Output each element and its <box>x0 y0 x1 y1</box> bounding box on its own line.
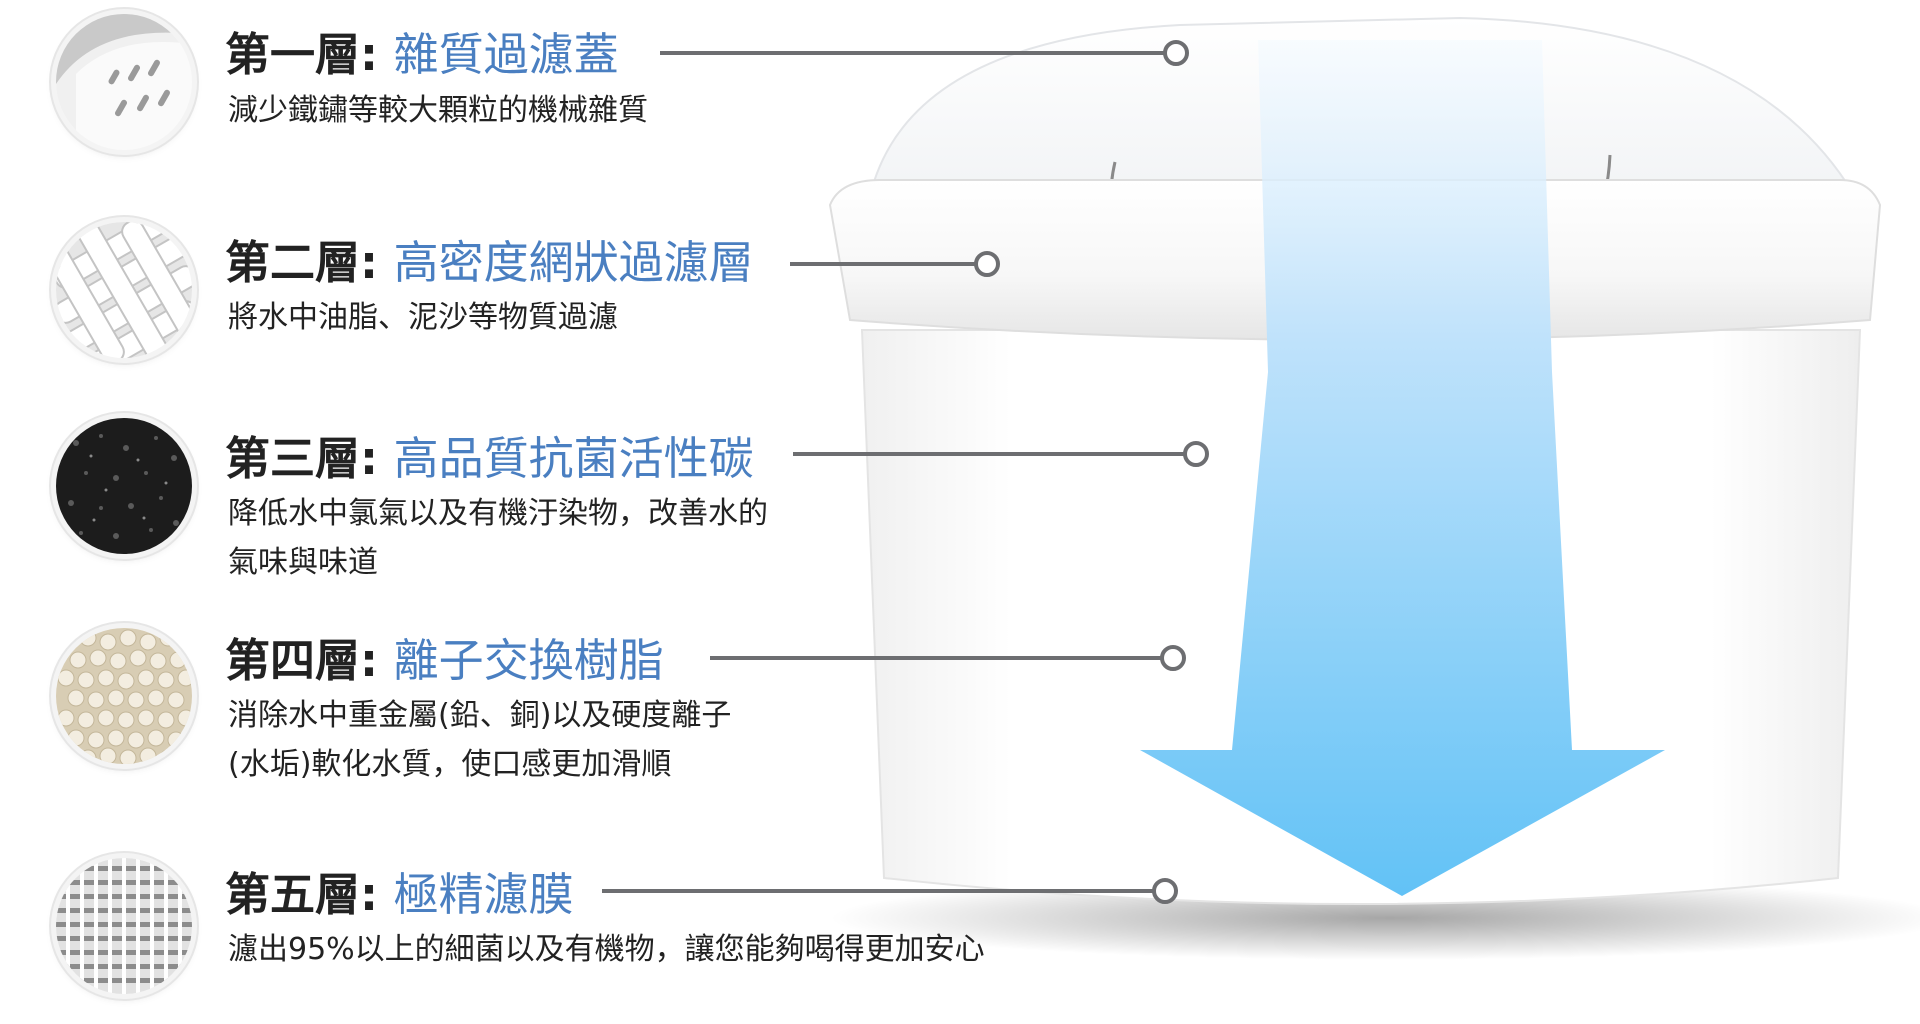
resin-beads-icon <box>56 628 192 764</box>
layer-1-name: 雜質過濾蓋 <box>393 28 619 81</box>
micro-membrane-icon <box>56 858 192 994</box>
layer-2-marker <box>974 251 1000 277</box>
layer-2-description: 將水中油脂、泥沙等物質過濾 <box>228 300 618 335</box>
layer-1-description: 減少鐵鏽等較大顆粒的機械雜質 <box>228 93 648 128</box>
filter-cover-icon <box>56 14 192 150</box>
layer-4-description: 消除水中重金屬(鉛、銅)以及硬度離子 (水垢)軟化水質，使口感更加滑順 <box>228 698 732 782</box>
layer-2-name: 高密度網狀過濾層 <box>393 236 754 289</box>
layer-3-title: 第三層: 高品質抗菌活性碳 <box>225 436 754 481</box>
layer-3-name: 高品質抗菌活性碳 <box>393 432 754 485</box>
layer-2-title: 第二層: 高密度網狀過濾層 <box>225 240 754 285</box>
layer-2-connector <box>790 262 980 266</box>
layer-3-heading: 第三層: <box>225 432 378 485</box>
woven-mesh-icon <box>56 222 192 358</box>
layer-5-description: 濾出95%以上的細菌以及有機物，讓您能夠喝得更加安心 <box>228 932 985 967</box>
layer-5-marker <box>1152 878 1178 904</box>
layer-1-connector <box>660 51 1167 55</box>
layer-4-connector <box>710 656 1170 660</box>
layer-4-heading: 第四層: <box>225 634 378 687</box>
layer-4-marker <box>1160 645 1186 671</box>
layer-3-marker <box>1183 441 1209 467</box>
activated-carbon-icon <box>56 418 192 554</box>
layer-1-heading: 第一層: <box>225 28 378 81</box>
layer-4-name: 離子交換樹脂 <box>393 634 664 687</box>
layer-1-title: 第一層: 雜質過濾蓋 <box>225 32 619 77</box>
layer-3-connector <box>793 452 1193 456</box>
layer-5-heading: 第五層: <box>225 868 378 921</box>
layer-5-connector <box>602 889 1162 893</box>
layer-5-name: 極精濾膜 <box>393 868 574 921</box>
layer-2-heading: 第二層: <box>225 236 378 289</box>
layer-1-marker <box>1163 40 1189 66</box>
layer-3-description: 降低水中氯氣以及有機汙染物，改善水的 氣味與味道 <box>228 496 768 580</box>
layer-4-title: 第四層: 離子交換樹脂 <box>225 638 664 683</box>
layer-5-title: 第五層: 極精濾膜 <box>225 872 574 917</box>
